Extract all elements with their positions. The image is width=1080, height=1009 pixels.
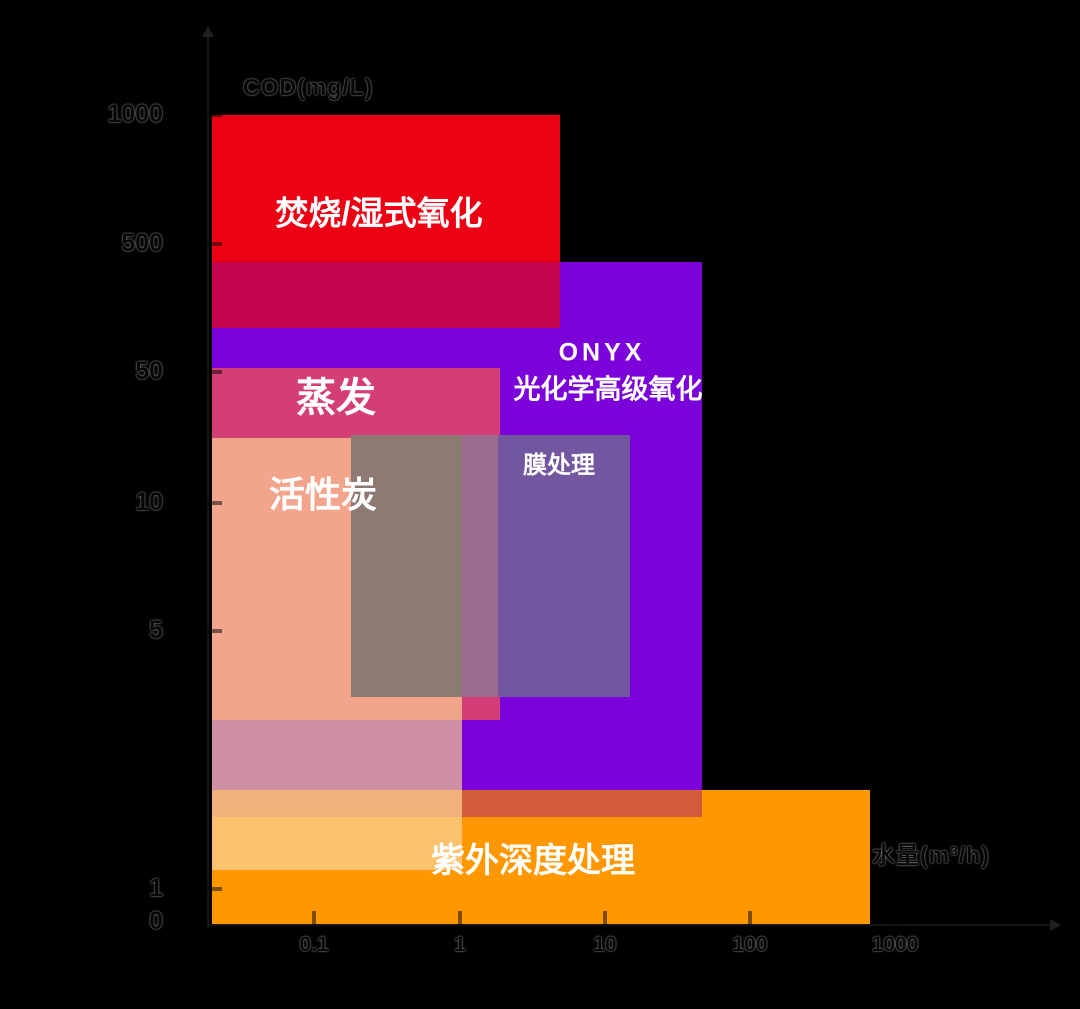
y-tick xyxy=(206,629,222,633)
y-tick-label: 1 xyxy=(149,874,163,902)
y-tick xyxy=(206,113,222,117)
block-incineration-purple-overlap xyxy=(212,262,560,328)
x-tick-label: 1000 xyxy=(871,933,919,956)
block-label-onyx-photochemical-oxidation: 光化学高级氧化 xyxy=(513,374,703,405)
x-tick xyxy=(603,911,607,925)
block-membrane-treatment xyxy=(498,435,630,697)
x-axis-title: 水量(m³/h) xyxy=(872,842,990,868)
y-tick xyxy=(206,887,222,891)
y-axis-line xyxy=(207,36,209,927)
y-tick-label: 5 xyxy=(149,616,163,644)
y-tick-label: 500 xyxy=(121,229,163,257)
y-axis-title: COD(mg/L) xyxy=(243,74,374,100)
y-tick xyxy=(206,242,222,246)
block-label-membrane-treatment: 膜处理 xyxy=(523,452,595,479)
block-label-onyx-photochemical-oxidation: ONYX xyxy=(558,338,646,367)
x-tick xyxy=(312,911,316,925)
y-tick-label: 10 xyxy=(135,488,163,516)
block-carbon-purple-overlap xyxy=(212,720,462,790)
x-axis-line xyxy=(207,924,1052,926)
y-axis-arrow-icon xyxy=(202,26,214,37)
block-membrane-over-carbon xyxy=(351,435,462,697)
y-tick-label: 0 xyxy=(149,907,163,935)
block-membrane-over-evaporation xyxy=(462,435,498,697)
block-label-uv-deep-treatment: 紫外深度处理 xyxy=(431,842,635,880)
block-carbon-uv-overlap xyxy=(212,817,462,870)
block-label-incineration-wet-oxidation: 焚烧/湿式氧化 xyxy=(275,194,483,232)
x-tick xyxy=(748,911,752,925)
block-incineration-wet-oxidation xyxy=(212,115,560,262)
x-axis-arrow-icon xyxy=(1050,919,1061,931)
block-label-activated-carbon: 活性炭 xyxy=(268,474,378,515)
y-tick-label: 1000 xyxy=(107,100,163,128)
x-tick xyxy=(893,911,897,925)
block-carbon-purple-uv-overlap xyxy=(212,790,462,817)
y-tick-label: 50 xyxy=(135,357,163,385)
x-tick-label: 0.1 xyxy=(299,933,329,956)
x-tick xyxy=(458,911,462,925)
block-label-evaporation: 蒸发 xyxy=(296,376,376,420)
x-tick-label: 10 xyxy=(593,933,617,956)
y-tick xyxy=(206,501,222,505)
block-purple-uv-overlap xyxy=(462,790,702,817)
y-tick xyxy=(206,370,222,374)
x-tick-label: 100 xyxy=(732,933,768,956)
x-tick-label: 1 xyxy=(454,933,466,956)
